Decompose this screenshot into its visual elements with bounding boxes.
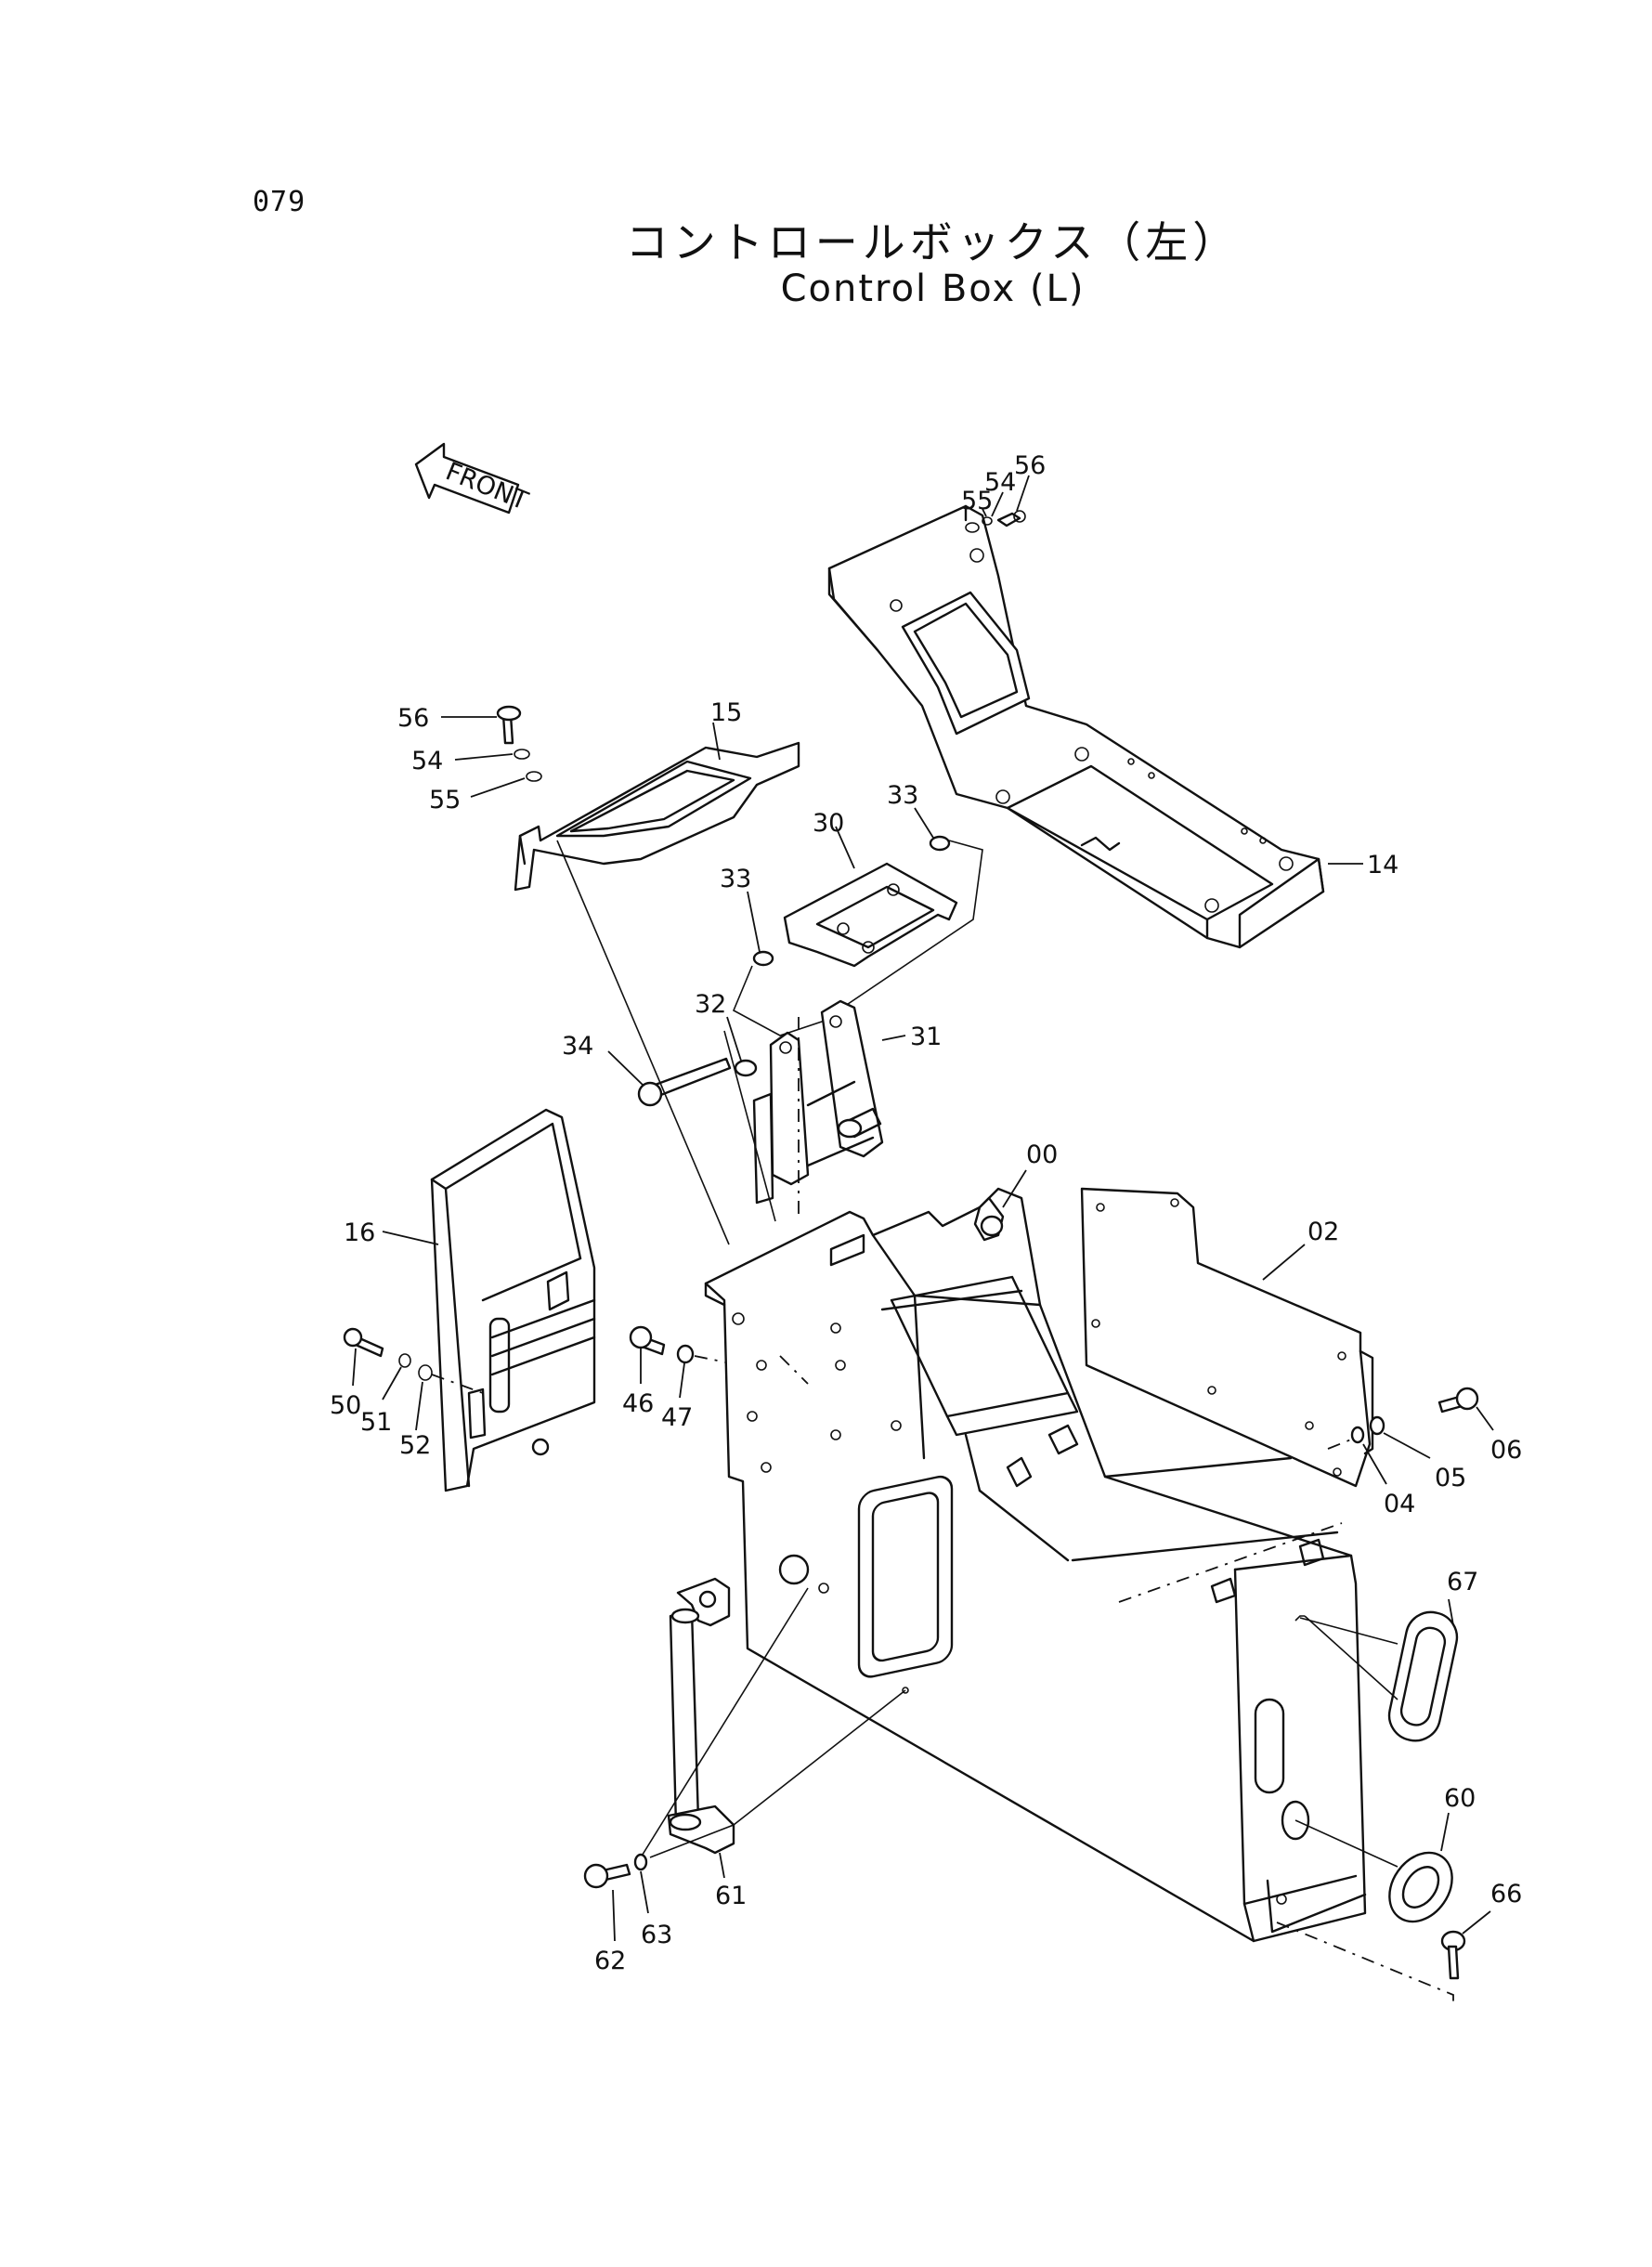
callout-54-left: 54	[411, 747, 443, 775]
callout-46: 46	[622, 1389, 654, 1418]
front-arrow-label: FRONT	[441, 457, 532, 515]
callout-47: 47	[661, 1403, 693, 1432]
part-60-round-grommet	[1388, 1851, 1453, 1923]
part-02-side-cover	[1080, 1187, 1374, 1488]
callout-30: 30	[813, 809, 844, 838]
callout-06: 06	[1490, 1436, 1522, 1465]
callout-67: 67	[1447, 1568, 1478, 1596]
callout-02: 02	[1307, 1218, 1339, 1246]
title-japanese: コントロールボックス（左）	[625, 217, 1241, 267]
callout-05: 05	[1435, 1464, 1466, 1492]
callout-31: 31	[910, 1023, 942, 1051]
callout-00: 00	[1026, 1140, 1058, 1169]
callout-33-left: 33	[720, 865, 751, 893]
callout-34: 34	[562, 1032, 593, 1061]
callout-55-top: 55	[961, 487, 993, 515]
fasteners-04-05-06	[1350, 1387, 1479, 1444]
callout-63: 63	[641, 1921, 672, 1949]
callout-32: 32	[695, 990, 726, 1019]
fasteners-62-63	[583, 1853, 648, 1889]
callout-15: 15	[710, 698, 742, 727]
part-16-side-panel	[430, 1108, 596, 1492]
part-67-grommet	[1387, 1610, 1459, 1742]
washer-32	[734, 1059, 758, 1077]
part-30-plate	[783, 862, 958, 968]
callout-61: 61	[715, 1882, 747, 1910]
callout-66: 66	[1490, 1880, 1522, 1909]
callout-56-top: 56	[1014, 451, 1046, 480]
callout-14: 14	[1367, 851, 1398, 879]
callout-50: 50	[330, 1391, 361, 1420]
fasteners-50-51-52	[343, 1327, 433, 1381]
part-34-bolt	[637, 1057, 732, 1107]
screw-set-top-right	[965, 510, 1026, 533]
page-number: 079	[253, 186, 306, 218]
part-14-upper-cover	[827, 504, 1325, 949]
screw-set-left	[496, 705, 542, 782]
title-english: Control Box (L)	[780, 267, 1086, 310]
washer-33-right	[929, 835, 951, 852]
part-15-boot-cover	[514, 741, 800, 892]
callout-62: 62	[594, 1947, 626, 1975]
front-arrow-icon: FRONT	[414, 442, 532, 516]
callout-56-left: 56	[397, 704, 429, 733]
callout-60: 60	[1444, 1784, 1476, 1813]
part-61-handle	[667, 1577, 735, 1855]
callout-51: 51	[360, 1408, 392, 1437]
callout-55-left: 55	[429, 786, 461, 814]
callout-54-top: 54	[984, 468, 1016, 497]
callout-52: 52	[399, 1431, 431, 1460]
washer-33-left	[752, 950, 774, 967]
fasteners-46-47	[629, 1325, 695, 1364]
callout-04: 04	[1384, 1490, 1415, 1518]
callout-16: 16	[344, 1218, 375, 1247]
part-66-bolt	[1440, 1930, 1466, 1980]
callout-33-right: 33	[887, 781, 918, 810]
part-00-main-box	[704, 1187, 1367, 1943]
